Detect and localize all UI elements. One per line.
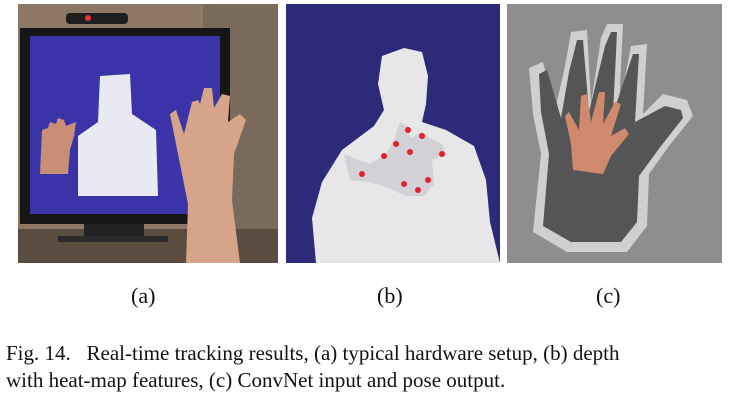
caption-line-2: with heat-map features, (c) ConvNet inpu… — [6, 368, 506, 392]
figure-caption: Fig. 14. Real-time tracking results, (a)… — [6, 340, 736, 394]
convnet-pose-image — [507, 4, 722, 263]
depth-sensor — [66, 13, 128, 24]
hardware-setup-photo — [18, 4, 278, 263]
subfigure-label-a: (a) — [131, 283, 156, 308]
caption-line-1: Fig. 14. Real-time tracking results, (a)… — [6, 341, 620, 365]
heatmap-features — [359, 127, 445, 193]
depth-heatmap-image — [286, 4, 500, 263]
subfigure-label-c: (c) — [596, 283, 621, 308]
pose-output-overlay — [565, 92, 629, 174]
subfigure-label-b: (b) — [377, 283, 403, 308]
